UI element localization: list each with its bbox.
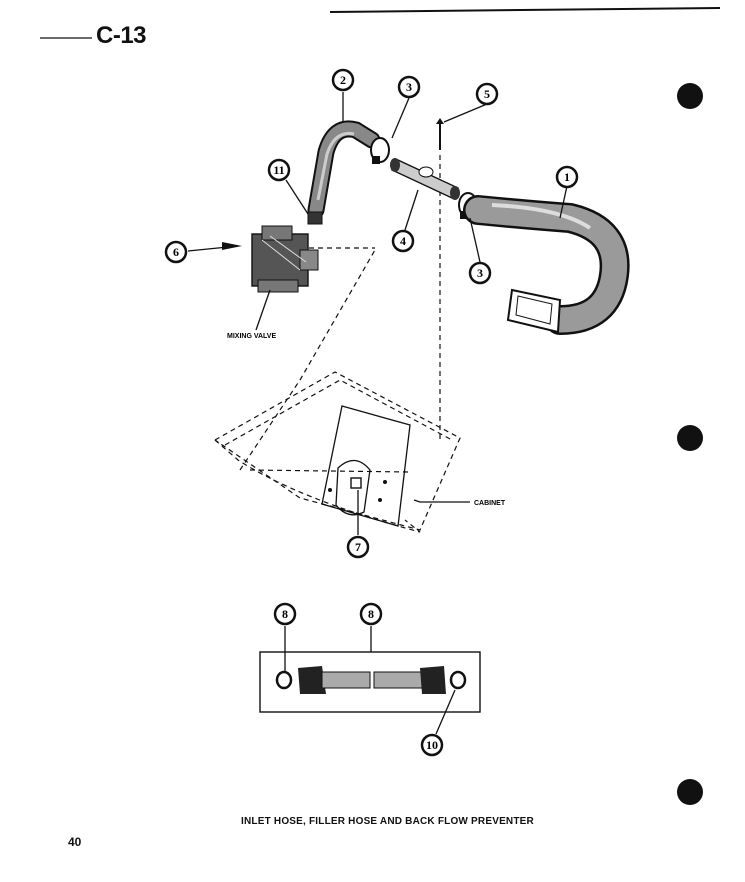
callout-8-right-label: 8: [368, 607, 374, 621]
callout-7-label: 7: [355, 540, 361, 554]
callout-4-label: 4: [400, 234, 406, 248]
callout-2-label: 2: [340, 73, 346, 87]
callout-6: 6: [164, 240, 188, 264]
callout-2: 2: [331, 68, 355, 92]
cabinet-outline: [214, 155, 461, 533]
cabinet-panel: [321, 405, 411, 527]
binder-hole-bottom: [677, 779, 703, 805]
callout-8-left-label: 8: [282, 607, 288, 621]
page-number: 40: [68, 835, 82, 849]
mixing-valve-label: MIXING VALVE: [227, 333, 276, 340]
detail-box: [259, 651, 481, 713]
leader-lines: [284, 92, 568, 735]
callout-3-upper-label: 3: [406, 80, 412, 94]
callout-10: 10: [420, 733, 444, 757]
page-code: C-13: [96, 22, 147, 49]
screw: [436, 118, 444, 150]
callout-10-label: 10: [426, 738, 438, 752]
binder-hole-middle: [677, 425, 703, 451]
tee-connector: [390, 158, 460, 200]
callout-5-label: 5: [484, 87, 490, 101]
callout-7: 7: [346, 535, 370, 559]
callout-8-right: 8: [359, 602, 383, 626]
callout-3-lower-label: 3: [477, 266, 483, 280]
inlet-hose: [463, 195, 630, 335]
callout-8-left: 8: [273, 602, 297, 626]
callout-5: 5: [475, 82, 499, 106]
cabinet-label: CABINET: [474, 500, 506, 507]
binder-hole-top: [677, 83, 703, 109]
part-6-fitting: [222, 242, 242, 250]
callout-3-lower: 3: [468, 261, 492, 285]
header-rule-top: [329, 7, 721, 13]
callout-1-label: 1: [564, 170, 570, 184]
filler-hose: [307, 120, 381, 225]
callout-11: 11: [267, 158, 291, 182]
callout-6-label: 6: [173, 245, 179, 259]
mixing-valve: [251, 225, 319, 331]
callout-1: 1: [555, 165, 579, 189]
callout-11-label: 11: [273, 163, 284, 177]
hose-clamp-upper: [370, 137, 390, 164]
figure-caption: INLET HOSE, FILLER HOSE AND BACK FLOW PR…: [241, 816, 534, 827]
callout-3-upper: 3: [397, 75, 421, 99]
callout-4: 4: [391, 229, 415, 253]
